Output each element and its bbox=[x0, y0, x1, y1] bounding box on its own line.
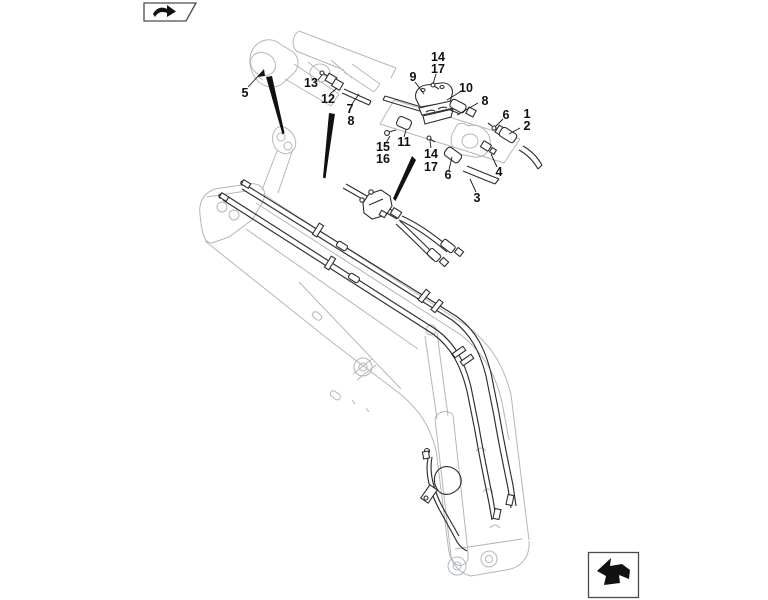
boom-tube-lines bbox=[222, 184, 517, 521]
return-page-button[interactable] bbox=[587, 551, 640, 599]
tube-fittings-and-clamps bbox=[218, 179, 515, 521]
leader-lines bbox=[247, 69, 521, 193]
tube-clamp-hose-detail bbox=[342, 183, 465, 268]
page-return-arrow-icon bbox=[597, 558, 630, 585]
ghost-boom-drawing bbox=[199, 30, 530, 577]
prev-page-button[interactable] bbox=[143, 2, 198, 22]
wedge-pointers bbox=[266, 76, 416, 201]
exploded-parts-detail bbox=[319, 70, 543, 552]
page-forward-arrow-icon bbox=[153, 5, 176, 17]
